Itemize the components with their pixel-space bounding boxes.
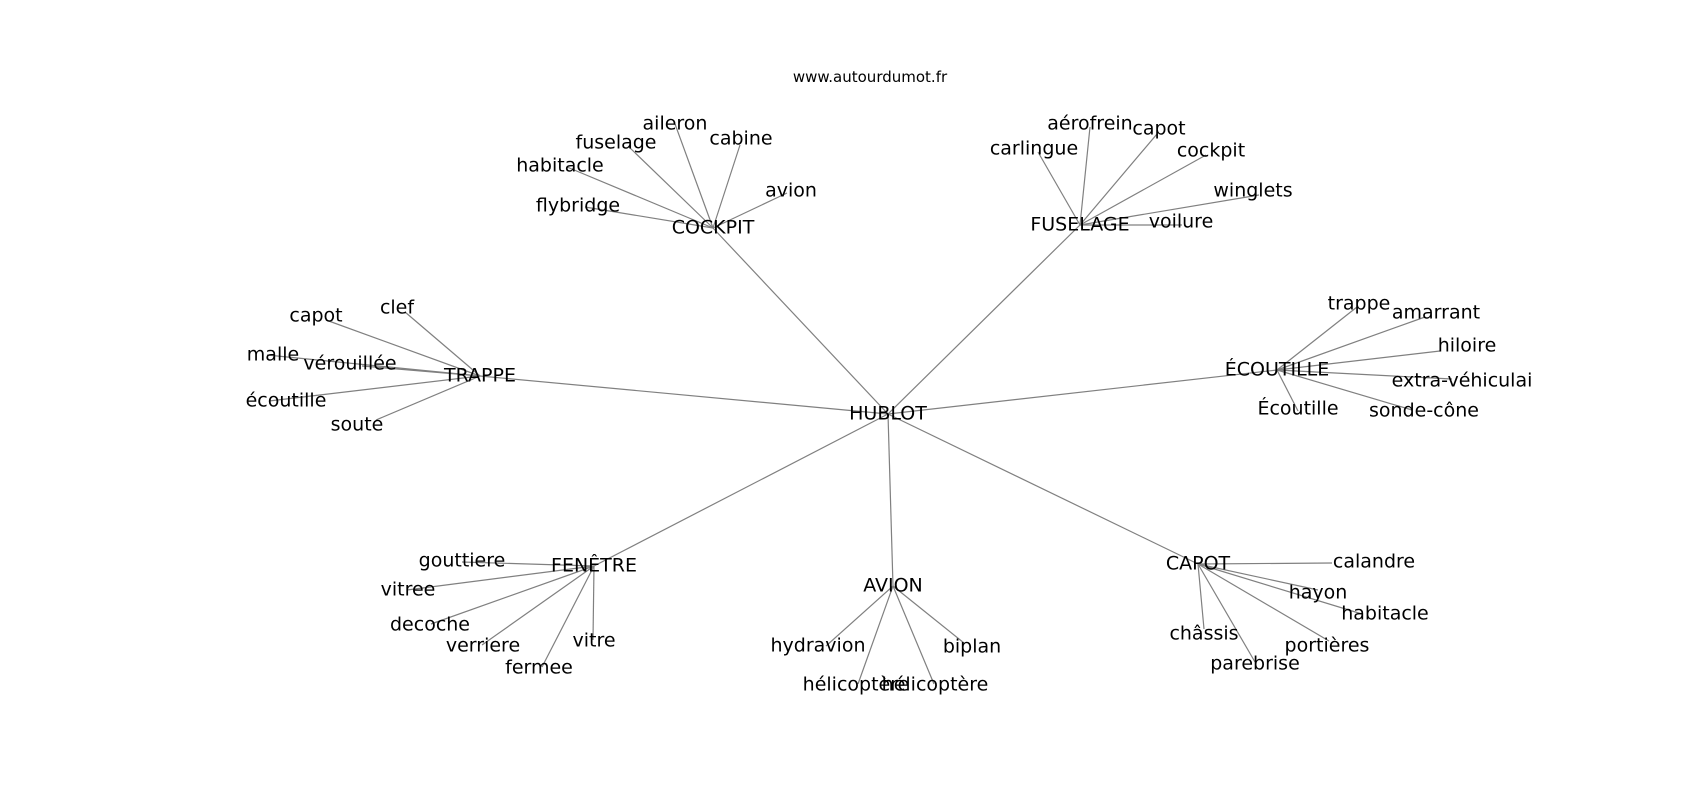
edge-root-fuselage xyxy=(887,224,1081,415)
edge-avion-leaf xyxy=(857,585,894,685)
hub-node-fuselage[interactable]: FUSELAGE xyxy=(1030,214,1129,236)
leaf-node-capot[interactable]: châssis xyxy=(1169,623,1238,645)
leaf-node-avion[interactable]: hydravion xyxy=(771,635,866,657)
edge-root-cockpit xyxy=(712,227,889,415)
leaf-node-cockpit[interactable]: flybridge xyxy=(536,195,620,217)
leaf-node-avion[interactable]: hélicoptère xyxy=(882,674,989,696)
hub-node-ecoutille[interactable]: ÉCOUTILLE xyxy=(1225,358,1330,381)
leaf-node-ecoutille[interactable]: extra-véhiculai xyxy=(1392,370,1533,392)
edge-capot-leaf xyxy=(1197,563,1330,642)
edge-fuselage-leaf xyxy=(1037,151,1081,226)
leaf-node-cockpit[interactable]: avion xyxy=(765,180,817,202)
edge-cockpit-leaf xyxy=(627,145,714,229)
leaf-node-capot[interactable]: parebrise xyxy=(1210,653,1300,675)
hub-node-cockpit[interactable]: COCKPIT xyxy=(672,217,755,239)
edge-fenetre-leaf xyxy=(430,565,595,625)
leaf-node-capot[interactable]: hayon xyxy=(1289,582,1348,604)
hub-node-trappe[interactable]: TRAPPE xyxy=(443,365,516,387)
site-url: www.autourdumot.fr xyxy=(793,68,948,86)
edge-ecoutille-leaf xyxy=(1276,306,1358,371)
leaf-node-capot[interactable]: habitacle xyxy=(1341,603,1429,625)
edge-capot-leaf xyxy=(1197,563,1319,591)
edge-cockpit-leaf xyxy=(712,192,788,229)
leaf-node-fenetre[interactable]: decoche xyxy=(390,614,470,636)
edge-fenetre-leaf xyxy=(406,565,595,591)
leaf-node-ecoutille[interactable]: sonde-cône xyxy=(1369,400,1479,422)
edge-capot-leaf xyxy=(1197,563,1363,615)
leaf-node-avion[interactable]: biplan xyxy=(943,636,1001,658)
leaf-node-fenetre[interactable]: gouttiere xyxy=(419,550,506,572)
edge-trappe-leaf xyxy=(325,319,481,377)
edge-trappe-leaf xyxy=(375,375,481,421)
leaf-node-cockpit[interactable]: cabine xyxy=(709,128,772,150)
edge-cockpit-leaf xyxy=(712,144,741,229)
edge-trappe-leaf xyxy=(404,311,481,377)
leaf-node-ecoutille[interactable]: trappe xyxy=(1328,293,1391,315)
leaf-node-cockpit[interactable]: aileron xyxy=(643,113,708,135)
leaf-node-trappe[interactable]: soute xyxy=(331,414,384,436)
edge-fenetre-leaf xyxy=(592,565,595,641)
edge-fuselage-leaf xyxy=(1079,154,1207,226)
edge-capot-leaf xyxy=(1197,563,1256,663)
edge-fuselage-leaf xyxy=(1079,194,1260,226)
leaf-node-cockpit[interactable]: fuselage xyxy=(576,132,657,154)
leaf-node-ecoutille[interactable]: Écoutille xyxy=(1257,397,1338,420)
leaf-node-capot[interactable]: portières xyxy=(1285,635,1370,657)
leaf-node-fuselage[interactable]: aérofrein xyxy=(1047,113,1132,135)
edge-avion-leaf xyxy=(825,585,894,647)
edge-fenetre-leaf xyxy=(541,565,595,668)
edge-avion-leaf xyxy=(892,585,965,644)
edge-trappe-leaf xyxy=(268,375,481,402)
edge-capot-leaf xyxy=(1197,563,1205,630)
hub-node-capot[interactable]: CAPOT xyxy=(1166,553,1231,575)
leaf-node-avion[interactable]: hélicoptère xyxy=(803,674,910,696)
edge-ecoutille-leaf xyxy=(1276,369,1453,380)
edge-fenetre-leaf xyxy=(481,565,595,646)
edge-trappe-leaf xyxy=(361,365,481,377)
edge-cockpit-leaf xyxy=(584,206,714,229)
leaf-node-fuselage[interactable]: winglets xyxy=(1213,180,1292,202)
leaf-node-fuselage[interactable]: carlingue xyxy=(990,138,1078,160)
edge-ecoutille-leaf xyxy=(1276,369,1413,411)
edge-ecoutille-leaf xyxy=(1276,369,1299,412)
edge-cockpit-leaf xyxy=(566,166,714,229)
hub-node-avion[interactable]: AVION xyxy=(863,575,923,597)
leaf-node-fenetre[interactable]: vitree xyxy=(381,579,436,601)
leaf-node-ecoutille[interactable]: amarrant xyxy=(1392,302,1480,324)
leaf-node-trappe[interactable]: écoutille xyxy=(246,390,327,412)
leaf-node-fuselage[interactable]: voilure xyxy=(1149,211,1214,233)
edge-root-trappe xyxy=(479,375,889,415)
edge-root-avion xyxy=(887,413,894,587)
leaf-node-capot[interactable]: calandre xyxy=(1333,551,1415,573)
leaf-node-fenetre[interactable]: vitre xyxy=(572,630,615,652)
edge-ecoutille-leaf xyxy=(1276,350,1441,371)
leaf-node-cockpit[interactable]: habitacle xyxy=(516,155,604,177)
edge-avion-leaf xyxy=(892,585,935,685)
edge-root-ecoutille xyxy=(887,369,1278,415)
label-layer: www.autourdumot.fr HUBLOTCOCKPITaileronc… xyxy=(246,68,1533,696)
edge-cockpit-leaf xyxy=(674,123,714,229)
leaf-node-fuselage[interactable]: capot xyxy=(1132,118,1185,140)
leaf-node-trappe[interactable]: malle xyxy=(247,344,299,366)
hub-node-fenetre[interactable]: FENÊTRE xyxy=(551,554,637,577)
leaf-node-trappe[interactable]: clef xyxy=(380,297,415,319)
leaf-node-trappe[interactable]: capot xyxy=(289,305,342,327)
leaf-node-ecoutille[interactable]: hiloire xyxy=(1438,335,1497,357)
edge-fenetre-leaf xyxy=(461,561,595,567)
leaf-node-trappe[interactable]: vérouillée xyxy=(303,353,396,375)
root-node-label[interactable]: HUBLOT xyxy=(849,403,927,425)
leaf-node-fenetre[interactable]: fermee xyxy=(505,657,573,679)
edge-root-capot xyxy=(887,413,1199,565)
edge-root-fenetre xyxy=(593,413,889,567)
edge-fuselage-leaf xyxy=(1079,126,1091,226)
leaf-node-fenetre[interactable]: verriere xyxy=(446,635,520,657)
edge-fuselage-leaf xyxy=(1079,133,1158,226)
edge-layer xyxy=(266,123,1453,685)
edge-ecoutille-leaf xyxy=(1276,316,1426,371)
leaf-node-fuselage[interactable]: cockpit xyxy=(1177,140,1245,162)
edge-capot-leaf xyxy=(1197,562,1333,565)
